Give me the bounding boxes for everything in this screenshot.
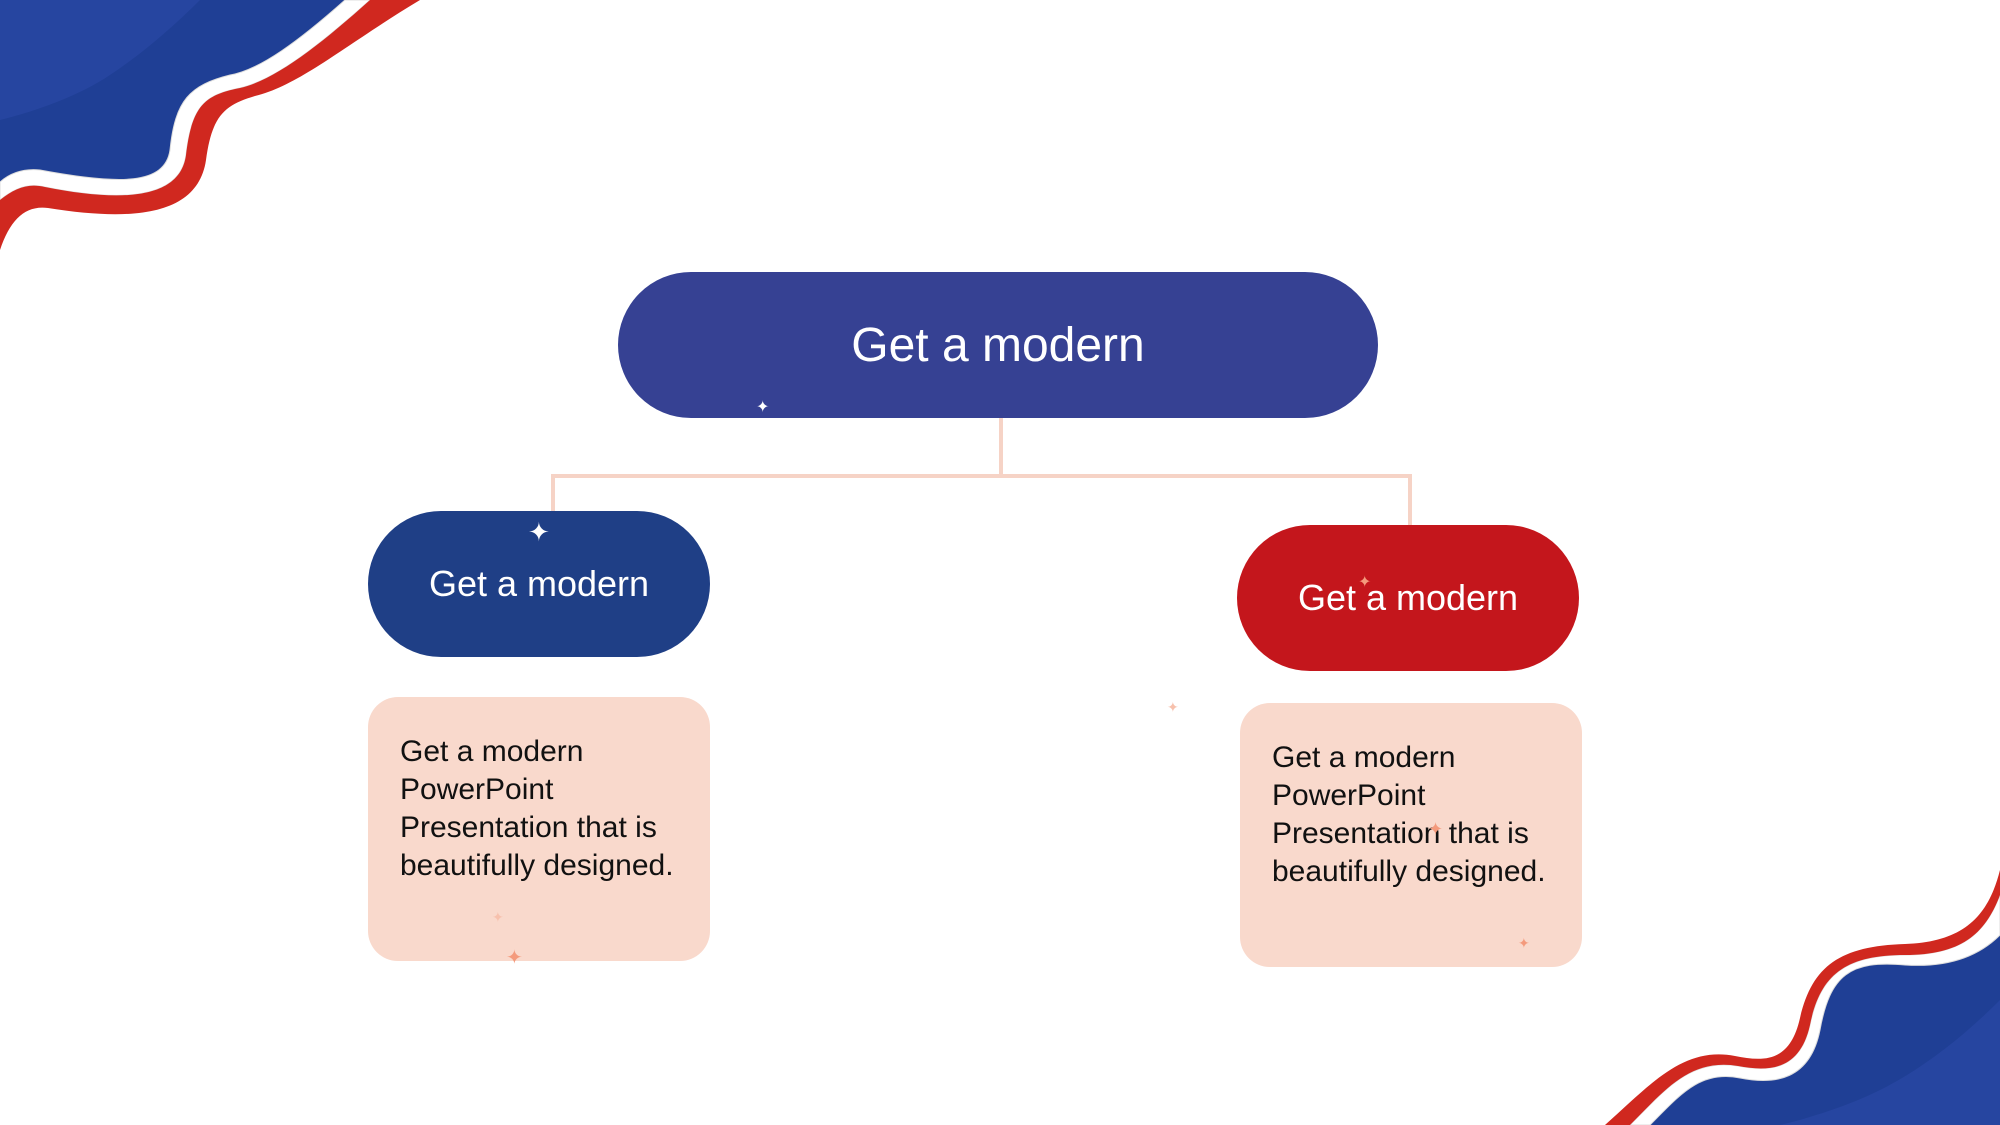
sparkle-icon: ✦ [1428, 819, 1444, 839]
sparkle-icon: ✦ [1518, 935, 1530, 951]
sparkle-icon: ✦ [1358, 574, 1372, 591]
description-box-right: Get a modern PowerPoint Presentation tha… [1240, 703, 1582, 967]
child-node-right-label: Get a modern [1297, 577, 1519, 618]
child-node-right: Get a modern [1237, 525, 1579, 671]
description-left-text: Get a modern PowerPoint Presentation tha… [400, 735, 674, 882]
child-node-left-label: Get a modern [428, 563, 650, 604]
description-box-left: Get a modern PowerPoint Presentation tha… [368, 697, 710, 961]
description-right-text: Get a modern PowerPoint Presentation tha… [1272, 741, 1546, 888]
sparkle-icon: ✦ [492, 909, 504, 925]
root-node-label: Get a modern [851, 318, 1145, 372]
sparkle-icon: ✦ [1167, 699, 1179, 715]
sparkle-icon: ✦ [506, 947, 523, 969]
sparkle-icon: ✦ [528, 517, 550, 547]
sparkle-icon: ✦ [756, 399, 770, 416]
root-node: Get a modern [618, 272, 1378, 418]
child-node-left: Get a modern [368, 511, 710, 657]
